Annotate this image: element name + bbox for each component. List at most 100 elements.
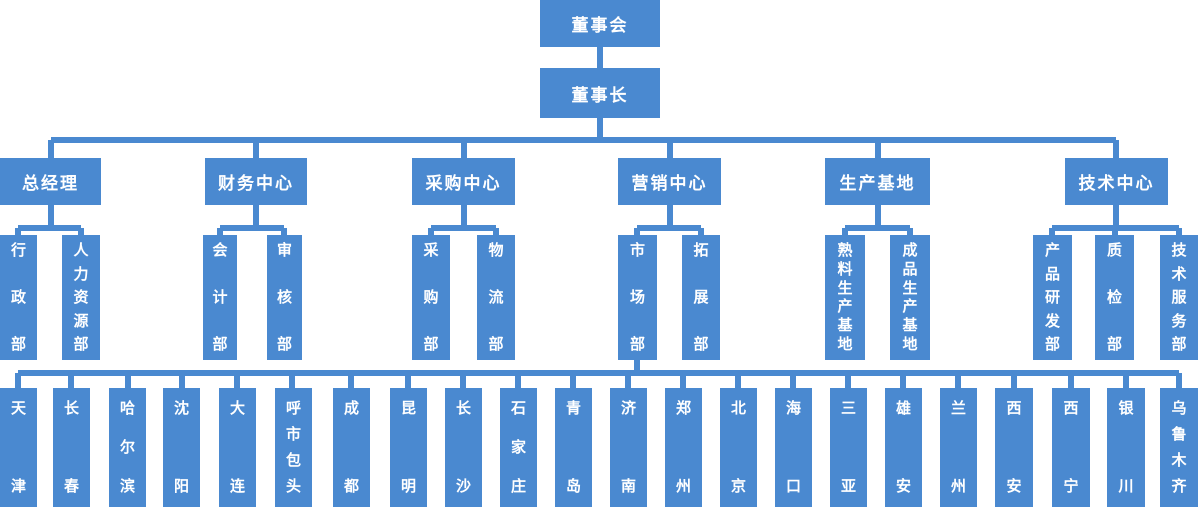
node-label-char: 南 (620, 477, 636, 495)
node-city-xining: 西宁 (1052, 388, 1090, 507)
node-expansion-dept: 拓展部 (682, 235, 720, 360)
node-city-tianjin: 天津 (0, 388, 37, 507)
node-label-char: 部 (1171, 335, 1187, 353)
node-logistics-dept: 物流部 (477, 235, 515, 360)
node-label-char: 计 (212, 288, 228, 306)
node-label-char: 西 (1063, 399, 1079, 417)
node-label-char: 购 (423, 288, 439, 306)
node-label-char: 品 (902, 259, 918, 278)
node-label-char: 安 (895, 477, 911, 495)
node-purchasing-dept: 采购部 (412, 235, 450, 360)
node-label-char: 明 (400, 477, 416, 495)
node-label-char: 都 (343, 477, 359, 495)
node-label-char: 庄 (510, 477, 526, 495)
node-label-char: 地 (837, 334, 853, 353)
node-label-char: 川 (1118, 477, 1134, 495)
node-label-char: 长 (63, 399, 79, 417)
node-label-char: 尔 (119, 438, 135, 456)
node-label-char: 呼 (285, 399, 301, 417)
node-admin-dept: 行政部 (0, 235, 37, 360)
node-label-char: 沙 (455, 477, 471, 495)
node-city-lanzhou: 兰州 (940, 388, 977, 507)
node-label-char: 术 (1171, 264, 1187, 283)
node-production-base: 生产基地 (825, 158, 930, 205)
node-city-zhengzhou: 郑州 (665, 388, 702, 507)
node-label-char: 产 (902, 297, 918, 316)
node-label-char: 力 (73, 264, 89, 283)
node-label-char: 鲁 (1171, 425, 1187, 443)
node-label-char: 京 (730, 477, 746, 495)
node-city-qingdao: 青岛 (555, 388, 592, 507)
node-label-char: 采 (423, 241, 439, 259)
node-general-manager: 总经理 (0, 158, 101, 205)
node-label-char: 基 (902, 316, 918, 335)
node-label-char: 市 (285, 425, 301, 443)
node-label-char: 宁 (1063, 477, 1079, 495)
node-label-char: 兰 (950, 399, 966, 417)
node-label-char: 部 (1044, 335, 1060, 353)
node-city-urumqi: 乌鲁木齐 (1160, 388, 1198, 507)
node-city-beijing: 北京 (720, 388, 757, 507)
node-label-char: 部 (1106, 335, 1122, 353)
node-label-char: 生 (902, 278, 918, 297)
node-city-shijiazhuang: 石家庄 (500, 388, 537, 507)
node-label-char: 地 (902, 334, 918, 353)
node-tech-service-dept: 技术服务部 (1160, 235, 1198, 360)
node-label-char: 料 (837, 259, 853, 278)
node-label-char: 场 (629, 288, 645, 306)
node-city-yinchuan: 银川 (1107, 388, 1145, 507)
node-label-char: 部 (212, 335, 228, 353)
node-label-char: 三 (840, 399, 856, 417)
node-label-char: 生 (837, 278, 853, 297)
node-label-char: 部 (10, 335, 26, 353)
node-label-char: 发 (1044, 311, 1060, 330)
node-label-char: 审 (276, 241, 292, 259)
node-label-char: 核 (276, 288, 292, 306)
node-city-shenyang: 沈阳 (163, 388, 200, 507)
node-label-char: 市 (629, 241, 645, 259)
node-label-char: 阳 (173, 477, 189, 495)
node-clinker-base: 熟料生产基地 (825, 235, 865, 360)
node-label-char: 春 (63, 477, 79, 495)
node-label-char: 源 (73, 311, 89, 330)
node-label-char: 产 (1044, 241, 1060, 259)
node-label-char: 熟 (837, 241, 853, 259)
node-label-char: 银 (1118, 399, 1134, 417)
node-label-char: 乌 (1171, 399, 1187, 417)
node-technology-center: 技术中心 (1065, 158, 1168, 205)
node-label-char: 包 (285, 451, 301, 469)
node-label-char: 岛 (565, 477, 581, 495)
node-label-char: 长 (455, 399, 471, 417)
node-label-char: 部 (693, 335, 709, 353)
node-city-hushi-baotou: 呼市包头 (275, 388, 312, 507)
node-label-char: 流 (488, 288, 504, 306)
node-label-char: 口 (785, 477, 801, 495)
node-label-char: 部 (629, 335, 645, 353)
node-market-dept: 市场部 (618, 235, 657, 360)
node-label-char: 技 (1171, 241, 1187, 259)
node-city-chengdu: 成都 (333, 388, 370, 507)
node-label-char: 北 (730, 399, 746, 417)
node-city-harbin: 哈尔滨 (109, 388, 146, 507)
node-label-char: 部 (276, 335, 292, 353)
node-label-char: 品 (1044, 264, 1060, 283)
connector-path (15, 47, 1182, 390)
node-label-char: 资 (73, 288, 89, 306)
node-city-jinan: 济南 (610, 388, 647, 507)
node-label-char: 石 (510, 399, 526, 417)
node-city-haikou: 海口 (775, 388, 812, 507)
node-city-sanya: 三亚 (830, 388, 867, 507)
node-hr-dept: 人力资源部 (62, 235, 100, 360)
node-qc-dept: 质检部 (1095, 235, 1134, 360)
node-label-char: 基 (837, 316, 853, 335)
node-label-char: 拓 (693, 241, 709, 259)
node-label-char: 州 (950, 477, 966, 495)
node-city-changchun: 长春 (53, 388, 90, 507)
node-city-dalian: 大连 (219, 388, 256, 507)
node-label-char: 连 (229, 477, 245, 495)
node-label-char: 务 (1171, 311, 1187, 330)
node-label-char: 部 (488, 335, 504, 353)
node-label-char: 质 (1106, 241, 1122, 259)
node-label-char: 齐 (1171, 477, 1187, 495)
node-label-char: 亚 (840, 477, 856, 495)
